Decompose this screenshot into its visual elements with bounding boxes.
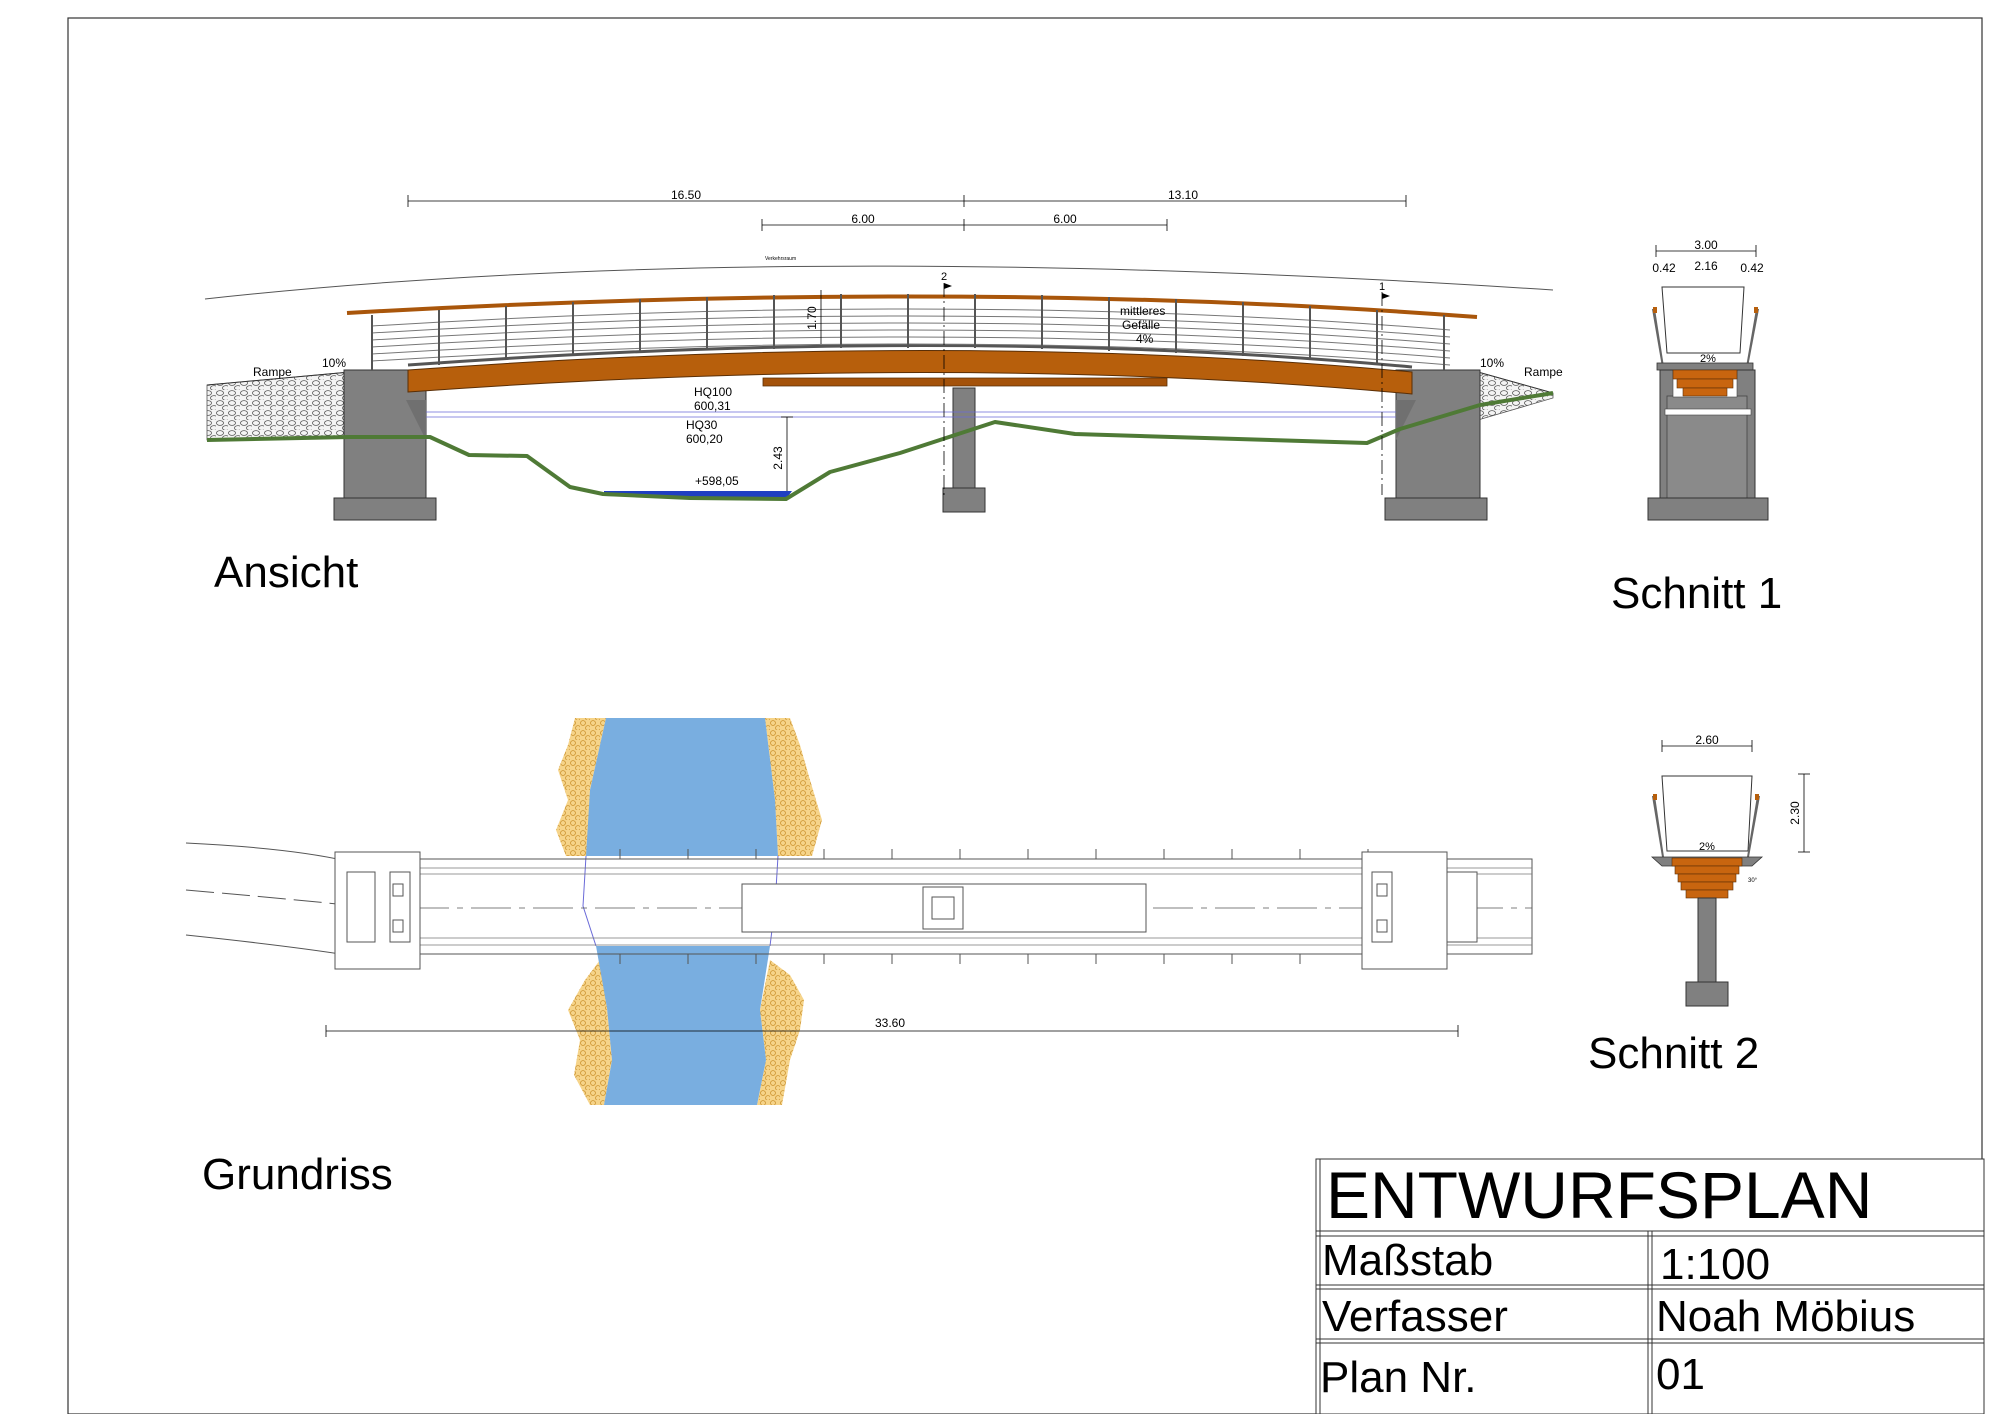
elevation-view: Verkehrsraum 16.50 13.10 6.00 6.00 Rampe… bbox=[204, 188, 1563, 597]
section-mark-1: 1 bbox=[1379, 281, 1385, 293]
ramp-left-label: Rampe bbox=[253, 365, 292, 379]
dim-right-span: 13.10 bbox=[1168, 188, 1198, 202]
s2-height: 2.30 bbox=[1788, 801, 1802, 825]
scale-value: 1:100 bbox=[1660, 1240, 1770, 1289]
hq100-value: 600,31 bbox=[694, 399, 731, 413]
gravel-bank-left-top bbox=[556, 718, 606, 856]
hq30-value: 600,20 bbox=[686, 432, 723, 446]
ramp-rock-left bbox=[206, 371, 351, 441]
railing-height-dim: 1.70 bbox=[805, 306, 819, 330]
girder-reinforcement bbox=[762, 377, 1168, 387]
section-2-view: 2.60 2.30 2% 30° Schnitt 2 bbox=[1588, 733, 1810, 1078]
s2-cross-slope: 2% bbox=[1699, 841, 1715, 853]
s1-cross-slope: 2% bbox=[1700, 353, 1716, 365]
section-mark-2: 2 bbox=[941, 271, 947, 283]
road-note: Verkehrsraum bbox=[765, 256, 796, 262]
section-2-title: Schnitt 2 bbox=[1588, 1029, 1759, 1078]
author-value: Noah Möbius bbox=[1656, 1292, 1915, 1341]
s1-width-total: 3.00 bbox=[1694, 238, 1718, 252]
river-upstream bbox=[586, 718, 778, 856]
railing-posts bbox=[619, 849, 1369, 964]
slope-label-3: 4% bbox=[1136, 332, 1154, 346]
author-label: Verfasser bbox=[1322, 1292, 1508, 1341]
section-1-title: Schnitt 1 bbox=[1611, 569, 1782, 618]
dim-right-half: 6.00 bbox=[1053, 212, 1077, 226]
s1-edge-right: 0.42 bbox=[1740, 261, 1764, 275]
ramp-right-label: Rampe bbox=[1524, 365, 1563, 379]
plan-no-label: Plan Nr. bbox=[1320, 1353, 1477, 1402]
gravel-bank-right-bottom bbox=[757, 960, 804, 1105]
s2-glulam bbox=[1671, 857, 1743, 899]
scale-label: Maßstab bbox=[1322, 1236, 1493, 1285]
clearance-arc bbox=[204, 265, 1554, 300]
gravel-bank-right-top bbox=[765, 718, 822, 856]
s1-width-inner: 2.16 bbox=[1694, 259, 1718, 273]
river-downstream bbox=[596, 946, 770, 1105]
s2-width: 2.60 bbox=[1695, 733, 1719, 747]
ramp-left-pct: 10% bbox=[322, 356, 346, 370]
title-block: ENTWURFSPLAN Maßstab 1:100 Verfasser Noa… bbox=[1315, 1158, 1985, 1414]
dimension-top: 16.50 13.10 6.00 6.00 bbox=[407, 188, 1407, 231]
plan-length: 33.60 bbox=[875, 1016, 905, 1030]
hq30-label: HQ30 bbox=[686, 418, 718, 432]
ground-line bbox=[206, 391, 1554, 501]
slope-label-1: mittleres bbox=[1120, 304, 1165, 318]
middle-pier bbox=[942, 387, 986, 513]
section-1-view: 3.00 2.16 0.42 0.42 2% Schnitt 1 bbox=[1611, 238, 1782, 618]
abutment-plan-left bbox=[334, 851, 421, 970]
sheet-frame bbox=[67, 17, 1983, 1414]
main-girder bbox=[407, 350, 1413, 395]
dim-left-half: 6.00 bbox=[851, 212, 875, 226]
plan-title: Grundriss bbox=[202, 1150, 393, 1199]
dim-left-span: 16.50 bbox=[671, 188, 701, 202]
s2-angle: 30° bbox=[1748, 878, 1758, 884]
railing bbox=[346, 294, 1478, 370]
pier-plan bbox=[741, 883, 1147, 933]
slope-label-2: Gefälle bbox=[1122, 318, 1160, 332]
abutment-plan-right bbox=[1361, 851, 1478, 970]
hq100-label: HQ100 bbox=[694, 385, 732, 399]
abutment-left bbox=[333, 369, 437, 521]
deck-line bbox=[407, 344, 1413, 369]
elevation-title: Ansicht bbox=[214, 548, 358, 597]
plan-no-value: 01 bbox=[1656, 1350, 1705, 1399]
ramp-right-pct: 10% bbox=[1480, 356, 1504, 370]
clearance-dim: 2.43 bbox=[771, 446, 785, 470]
water-level: +598,05 bbox=[695, 474, 739, 488]
s1-edge-left: 0.42 bbox=[1652, 261, 1676, 275]
plan-view: 33.60 Grundriss bbox=[185, 718, 1533, 1199]
gravel-bank-left-bottom bbox=[568, 960, 612, 1105]
title-block-heading: ENTWURFSPLAN bbox=[1326, 1158, 1872, 1232]
